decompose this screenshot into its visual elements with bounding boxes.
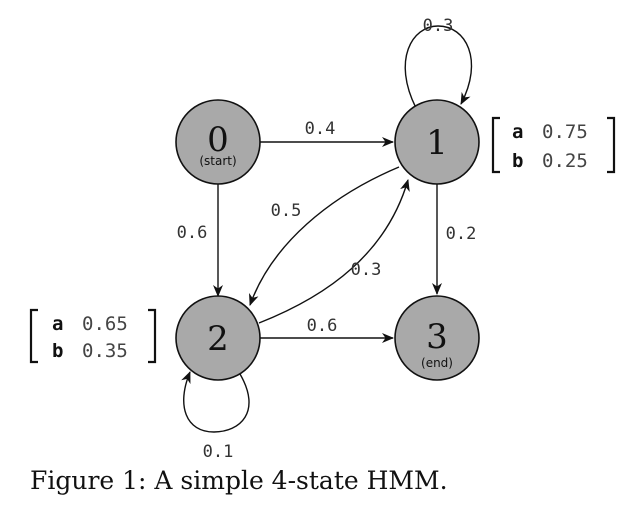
state-0-circle xyxy=(175,99,261,185)
state-3-label: 3 xyxy=(426,317,448,357)
state-0-sublabel: (start) xyxy=(199,154,236,168)
emission-symbol: a xyxy=(512,121,523,143)
state-2: 2 xyxy=(175,295,261,381)
prob-label-0-to-2: 0.6 xyxy=(177,223,208,243)
edge-1-to-1 xyxy=(404,25,473,109)
prob-label-0-to-1: 0.4 xyxy=(305,119,336,139)
prob-label-2-to-1: 0.3 xyxy=(351,260,382,280)
state-1-label: 1 xyxy=(426,123,448,163)
prob-label-2-to-2: 0.1 xyxy=(203,442,234,462)
emission-value: 0.25 xyxy=(542,150,588,172)
emission-value: 0.75 xyxy=(542,121,588,143)
emission-symbol: a xyxy=(52,313,63,335)
state-1-circle xyxy=(394,99,480,185)
state-1: 1 xyxy=(394,99,480,185)
left-bracket xyxy=(29,308,38,364)
state-0: 0 (start) xyxy=(175,99,261,185)
emission-table-state-2: a 0.65 b 0.35 xyxy=(29,308,157,364)
state-3-circle xyxy=(394,295,480,381)
right-bracket xyxy=(148,308,157,364)
state-2-circle xyxy=(175,295,261,381)
emission-value: 0.65 xyxy=(82,313,128,335)
figure-caption: Figure 1: A simple 4-state HMM. xyxy=(30,466,448,495)
prob-label-1-to-2: 0.5 xyxy=(271,201,302,221)
emission-symbol: b xyxy=(512,150,523,172)
right-bracket xyxy=(607,116,616,174)
state-3-sublabel: (end) xyxy=(421,356,453,370)
prob-label-1-to-1: 0.3 xyxy=(423,16,454,36)
prob-label-2-to-3: 0.6 xyxy=(307,316,338,336)
emission-table-state-1: a 0.75 b 0.25 xyxy=(491,116,616,174)
edge-2-to-2 xyxy=(181,371,250,433)
edge-1-to-2 xyxy=(249,166,400,306)
state-0-label: 0 xyxy=(207,120,229,160)
emission-value: 0.35 xyxy=(82,340,128,362)
state-3: 3 (end) xyxy=(394,295,480,381)
edge-2-to-1 xyxy=(258,179,410,324)
left-bracket xyxy=(491,116,500,174)
emission-symbol: b xyxy=(52,340,63,362)
state-2-label: 2 xyxy=(207,319,229,359)
prob-label-1-to-3: 0.2 xyxy=(446,224,477,244)
